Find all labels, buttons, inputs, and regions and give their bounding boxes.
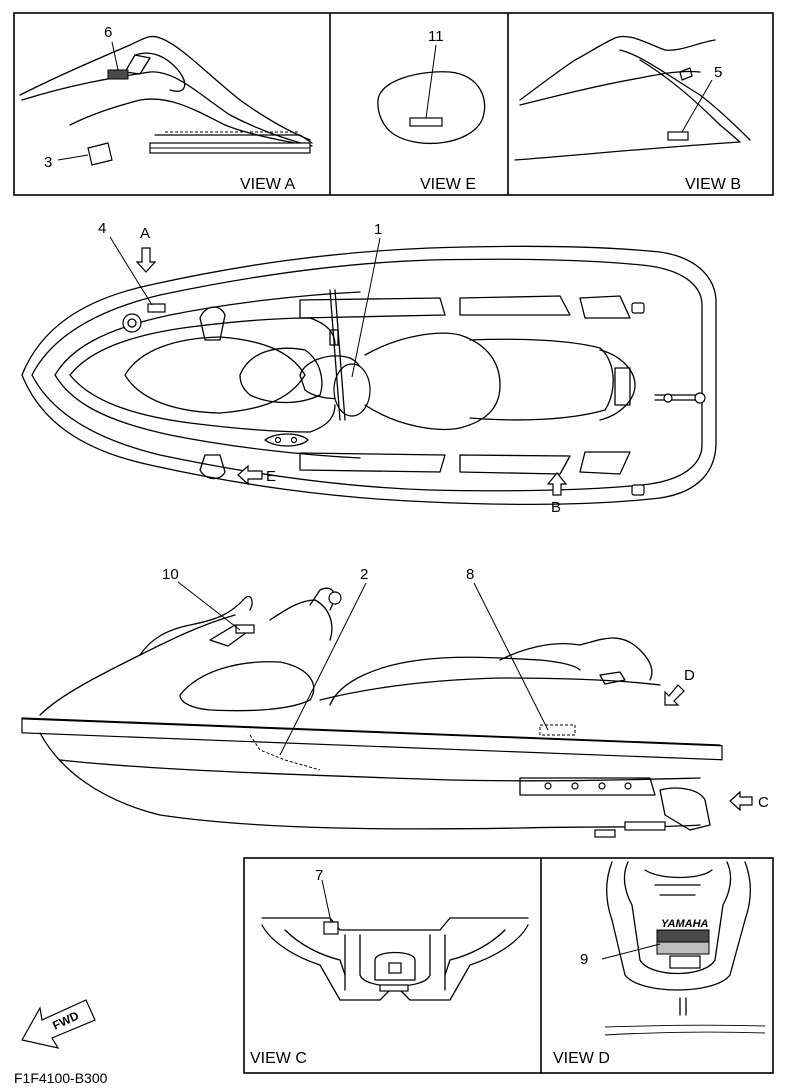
callout-8: 8 bbox=[466, 566, 474, 583]
yamaha-logo-text: YAMAHA bbox=[661, 918, 709, 930]
view-a-arrow-label: A bbox=[140, 225, 150, 242]
view-a-drawing bbox=[19, 35, 313, 166]
view-e-drawing bbox=[377, 44, 486, 145]
view-e-arrow-label: E bbox=[266, 468, 276, 485]
bottom-views-panel: 7 VIEW C YAMAHA 9 VIEW D bbox=[243, 857, 774, 1074]
view-d-drawing: YAMAHA bbox=[601, 861, 766, 1036]
label-5-marker bbox=[667, 131, 689, 141]
bottom-views-frame bbox=[243, 857, 774, 1074]
view-d-arrow bbox=[664, 684, 685, 706]
view-c-label: VIEW C bbox=[250, 1050, 307, 1067]
fwd-arrow: FWD bbox=[21, 999, 96, 1049]
callout-11: 11 bbox=[428, 28, 444, 45]
watercraft-top-view bbox=[21, 236, 717, 505]
label-4-marker bbox=[147, 303, 166, 313]
drawing-code: F1F4100-B300 bbox=[14, 1070, 108, 1086]
label-3-marker bbox=[87, 142, 113, 166]
callout-1: 1 bbox=[374, 221, 382, 238]
view-b-arrow bbox=[546, 472, 568, 496]
label-7-marker bbox=[323, 921, 339, 935]
callout-3: 3 bbox=[44, 154, 52, 171]
label-6-marker bbox=[107, 69, 129, 80]
label-11-marker bbox=[409, 117, 443, 127]
view-b-drawing bbox=[514, 35, 751, 161]
view-d-label: VIEW D bbox=[553, 1050, 610, 1067]
callout-7: 7 bbox=[315, 867, 323, 884]
callout-2: 2 bbox=[360, 566, 368, 583]
view-b-label: VIEW B bbox=[685, 176, 741, 193]
label-10-marker bbox=[235, 624, 255, 634]
view-c-arrow-label: C bbox=[758, 794, 769, 811]
view-c-arrow bbox=[729, 790, 753, 812]
callout-9: 9 bbox=[580, 951, 588, 968]
top-views-panel: 6 3 VIEW A 11 VIEW E 5 VIEW B bbox=[13, 12, 774, 196]
view-d-arrow-label: D bbox=[684, 667, 695, 684]
view-b-arrow-label: B bbox=[551, 499, 561, 516]
callout-5: 5 bbox=[714, 64, 722, 81]
callout-4: 4 bbox=[98, 220, 106, 237]
watercraft-side-view bbox=[21, 581, 723, 838]
callout-6: 6 bbox=[104, 24, 112, 41]
callout-10: 10 bbox=[162, 566, 179, 583]
view-a-arrow bbox=[135, 247, 157, 273]
top-views-frame bbox=[13, 12, 774, 196]
view-c-drawing bbox=[261, 879, 529, 1001]
view-e-label: VIEW E bbox=[420, 176, 476, 193]
view-a-label: VIEW A bbox=[240, 176, 295, 193]
label-8-marker bbox=[539, 724, 576, 736]
view-e-arrow bbox=[237, 464, 263, 486]
label-9-marker bbox=[656, 929, 710, 943]
